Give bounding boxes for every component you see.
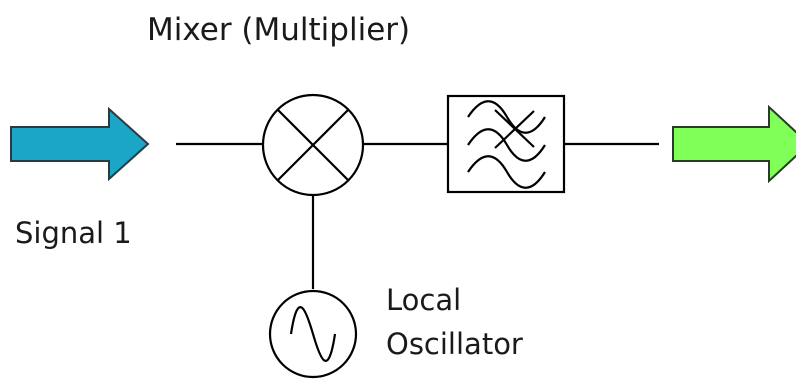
input-arrow [10, 106, 150, 182]
oscillator-label-line-2: Oscillator [386, 327, 523, 361]
oscillator-label-line-1: Local [386, 283, 462, 317]
mixer-multiplier-icon [261, 93, 365, 197]
sine-wave-icon [268, 289, 358, 379]
filter-icon [446, 94, 566, 194]
input-signal-label: Signal 1 [15, 216, 132, 250]
mixer-title: Mixer (Multiplier) [147, 12, 411, 48]
output-arrow [672, 104, 796, 184]
